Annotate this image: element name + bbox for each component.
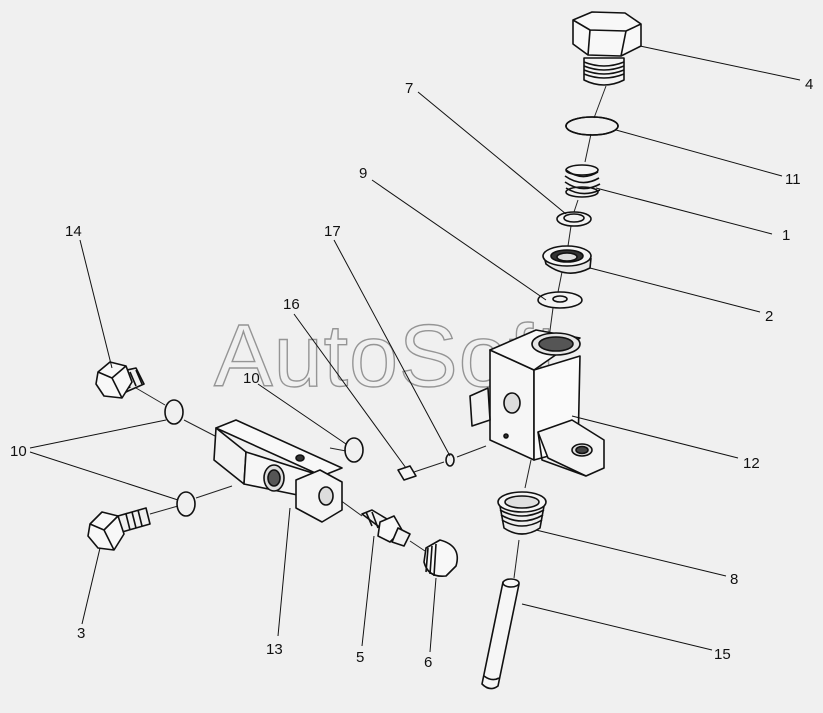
part-push-pin xyxy=(481,578,520,690)
callout-15: 15 xyxy=(714,646,731,663)
part-valve-cup xyxy=(542,245,592,274)
part-hex-bolt-lower xyxy=(87,507,151,551)
part-sealing-washer-upper xyxy=(164,399,184,425)
part-hex-plug xyxy=(572,11,642,86)
part-distribution-block xyxy=(213,419,343,523)
leader-lines xyxy=(29,45,801,653)
part-small-screw xyxy=(397,465,417,481)
assembly-axis-lines xyxy=(135,85,607,579)
callout-7: 7 xyxy=(405,80,413,97)
callout-16: 16 xyxy=(283,296,300,313)
part-hose-fitting xyxy=(361,509,411,547)
callout-13: 13 xyxy=(266,641,283,658)
part-small-ring xyxy=(445,453,455,467)
part-spring xyxy=(564,164,601,198)
callout-11: 11 xyxy=(785,171,801,188)
callout-4: 4 xyxy=(805,76,813,93)
callout-labels: 1 2 3 4 5 6 7 8 9 10 10 11 12 13 14 15 1… xyxy=(10,76,813,671)
part-seal-washer xyxy=(556,211,592,227)
part-flat-washer xyxy=(537,291,583,309)
callout-2: 2 xyxy=(765,308,773,325)
callout-5: 5 xyxy=(356,649,364,666)
callout-3: 3 xyxy=(77,625,85,642)
callout-10-upper: 10 xyxy=(243,370,260,387)
part-protective-cap xyxy=(423,539,459,578)
part-o-ring-large xyxy=(565,116,619,136)
part-hex-bolt-upper xyxy=(95,361,145,399)
part-valve-housing xyxy=(469,329,605,477)
callout-17: 17 xyxy=(324,223,341,240)
part-sealing-washer-right xyxy=(344,437,364,463)
callout-10-left: 10 xyxy=(10,443,27,460)
callout-12: 12 xyxy=(743,455,760,472)
callout-8: 8 xyxy=(730,571,738,588)
callout-1: 1 xyxy=(782,227,790,244)
callout-6: 6 xyxy=(424,654,432,671)
callout-9: 9 xyxy=(359,165,367,182)
callout-14: 14 xyxy=(65,223,82,240)
part-sealing-washer-lower xyxy=(176,491,196,517)
part-threaded-bushing xyxy=(497,491,547,535)
